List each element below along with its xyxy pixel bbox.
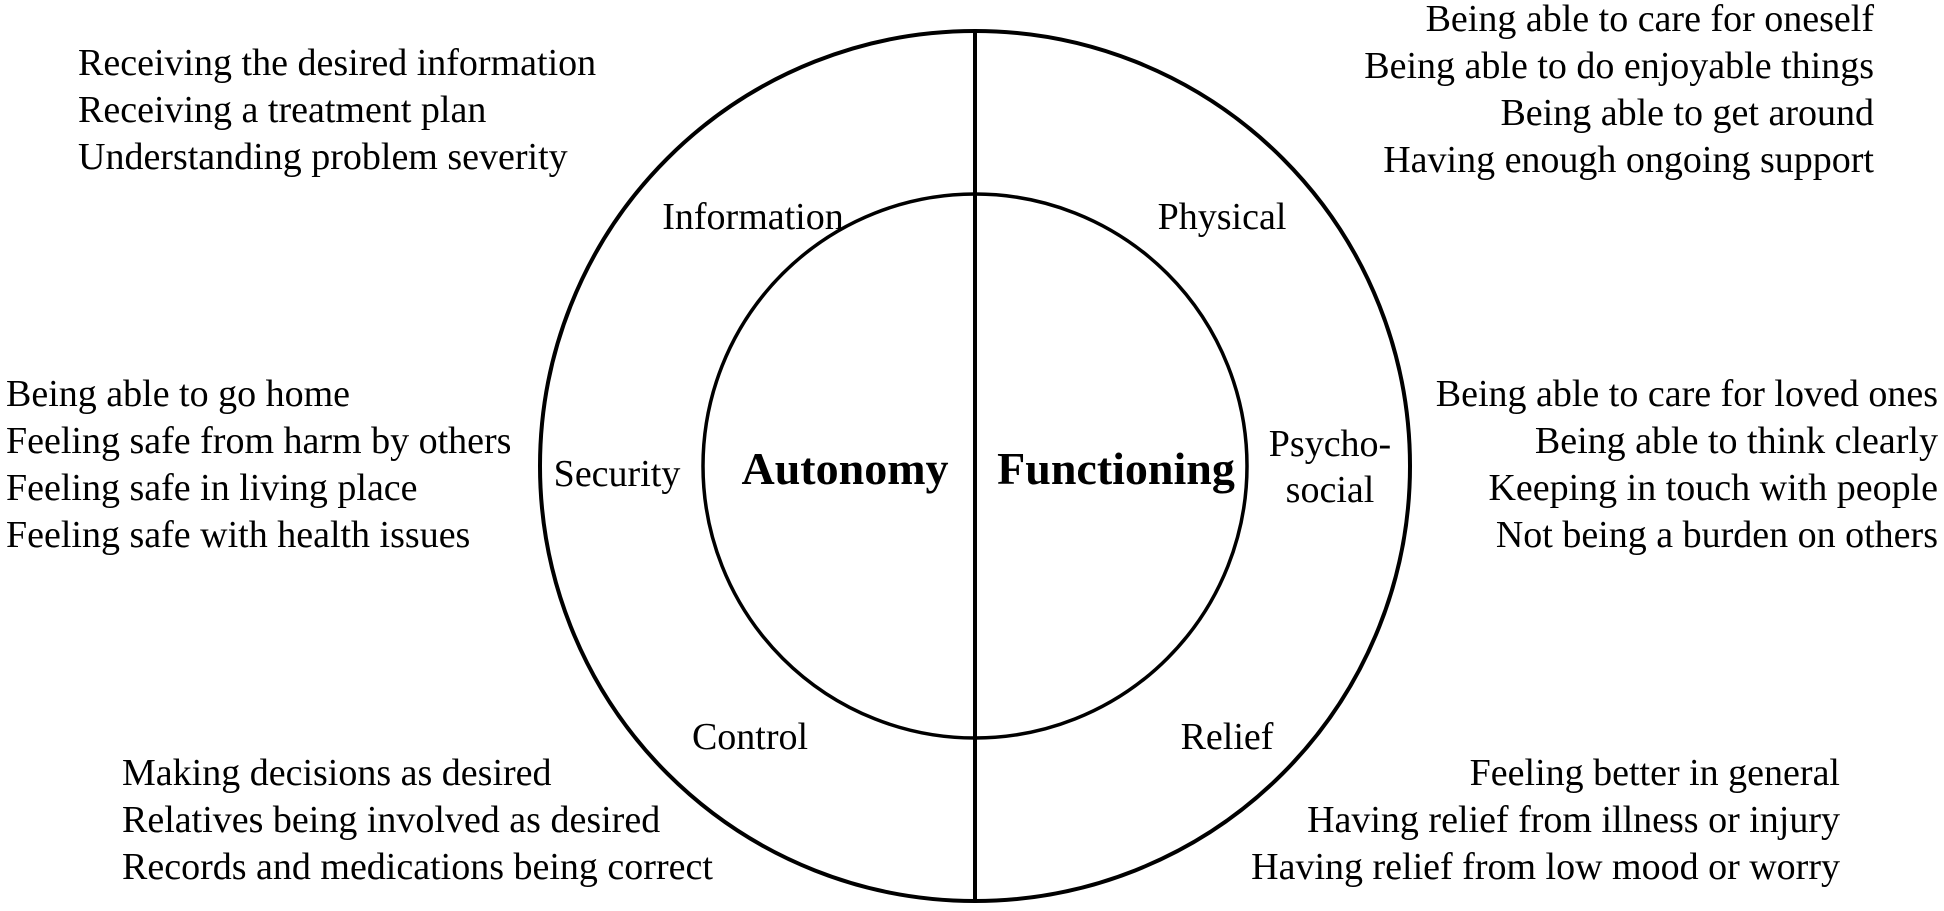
- annotation-line: Being able to care for loved ones: [1435, 373, 1938, 415]
- annotation-line: Relatives being involved as desired: [122, 799, 661, 841]
- annotation-line: Being able to think clearly: [1534, 420, 1938, 462]
- annotation-line: Having relief from illness or injury: [1307, 799, 1840, 841]
- annotation-line: Feeling safe from harm by others: [6, 420, 512, 462]
- annotation-line: Being able to do enjoyable things: [1364, 45, 1874, 87]
- annotation-line: Feeling better in general: [1469, 752, 1840, 794]
- annotation-line: Being able to go home: [6, 373, 351, 415]
- physical-annotations: Being able to care for oneself Being abl…: [1364, 0, 1874, 184]
- inner-label-functioning: Functioning: [997, 443, 1235, 494]
- ring-label-psychosocial-line1: Psycho-: [1268, 423, 1392, 465]
- relief-annotations: Feeling better in general Having relief …: [1251, 750, 1840, 891]
- annotation-line: Having relief from low mood or worry: [1251, 846, 1840, 888]
- annotation-line: Being able to get around: [1500, 92, 1874, 134]
- control-annotations: Making decisions as desired Relatives be…: [122, 750, 713, 891]
- annotation-line: Feeling safe in living place: [6, 467, 418, 509]
- annotation-line: Having enough ongoing support: [1383, 139, 1874, 181]
- inner-label-autonomy: Autonomy: [741, 443, 949, 494]
- annotation-line: Receiving a treatment plan: [78, 89, 487, 131]
- annotation-line: Receiving the desired information: [78, 42, 597, 84]
- psychosocial-annotations: Being able to care for loved ones Being …: [1436, 371, 1938, 559]
- ring-label-control: Control: [691, 716, 809, 758]
- security-annotations: Being able to go home Feeling safe from …: [6, 371, 511, 559]
- annotation-line: Feeling safe with health issues: [6, 514, 471, 556]
- annotation-line: Records and medications being correct: [122, 846, 713, 888]
- annotation-line: Keeping in touch with people: [1488, 467, 1938, 509]
- ring-label-relief: Relief: [1180, 716, 1274, 758]
- ring-label-physical: Physical: [1157, 196, 1287, 238]
- ring-label-psychosocial: Psycho- social: [1269, 421, 1391, 513]
- annotation-line: Not being a burden on others: [1495, 514, 1938, 556]
- information-annotations: Receiving the desired information Receiv…: [78, 40, 596, 181]
- annotation-line: Making decisions as desired: [122, 752, 552, 794]
- ring-label-psychosocial-line2: social: [1285, 469, 1375, 511]
- annotation-line: Being able to care for oneself: [1425, 0, 1874, 40]
- ring-label-security: Security: [553, 453, 681, 495]
- ring-label-information: Information: [662, 196, 844, 238]
- annotation-line: Understanding problem severity: [78, 136, 568, 178]
